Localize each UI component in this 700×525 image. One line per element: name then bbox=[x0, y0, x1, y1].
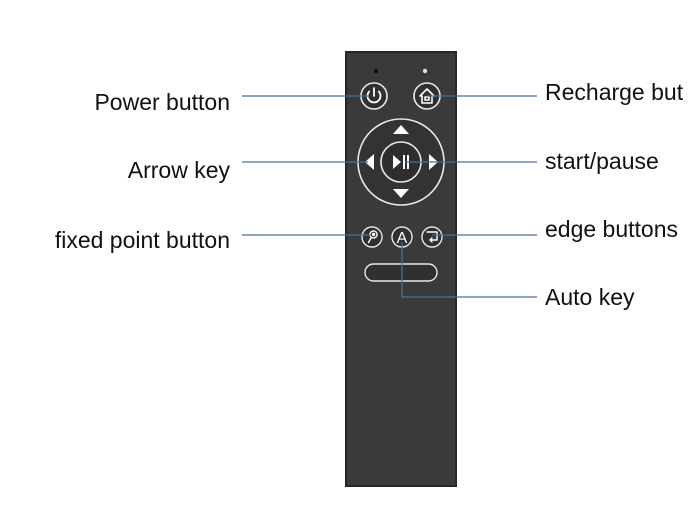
power-icon bbox=[366, 87, 382, 104]
label-start-pause: start/pause bbox=[545, 148, 659, 174]
label-recharge-button: Recharge but bbox=[545, 79, 684, 105]
label-fixed-point-button: fixed point button bbox=[54, 227, 230, 253]
recharge-indicator-dot bbox=[422, 68, 428, 74]
arrow-up-icon[interactable] bbox=[393, 125, 409, 134]
auto-button-glyph: A bbox=[397, 230, 408, 247]
fixed-point-button[interactable] bbox=[361, 226, 383, 248]
label-power-button: Power button bbox=[94, 89, 230, 115]
arrow-left-icon[interactable] bbox=[365, 154, 374, 170]
label-arrow-key: Arrow key bbox=[127, 157, 230, 183]
leader-lines bbox=[242, 95, 537, 298]
label-auto-key: Auto key bbox=[545, 284, 635, 310]
home-recharge-icon bbox=[419, 88, 435, 104]
leader-line-auto bbox=[401, 242, 537, 298]
arrow-down-icon[interactable] bbox=[393, 189, 409, 198]
edge-button[interactable] bbox=[421, 226, 443, 248]
label-edge-buttons: edge buttons bbox=[545, 216, 679, 242]
power-indicator-dot bbox=[373, 68, 379, 74]
bottom-pill-button[interactable] bbox=[364, 263, 438, 282]
